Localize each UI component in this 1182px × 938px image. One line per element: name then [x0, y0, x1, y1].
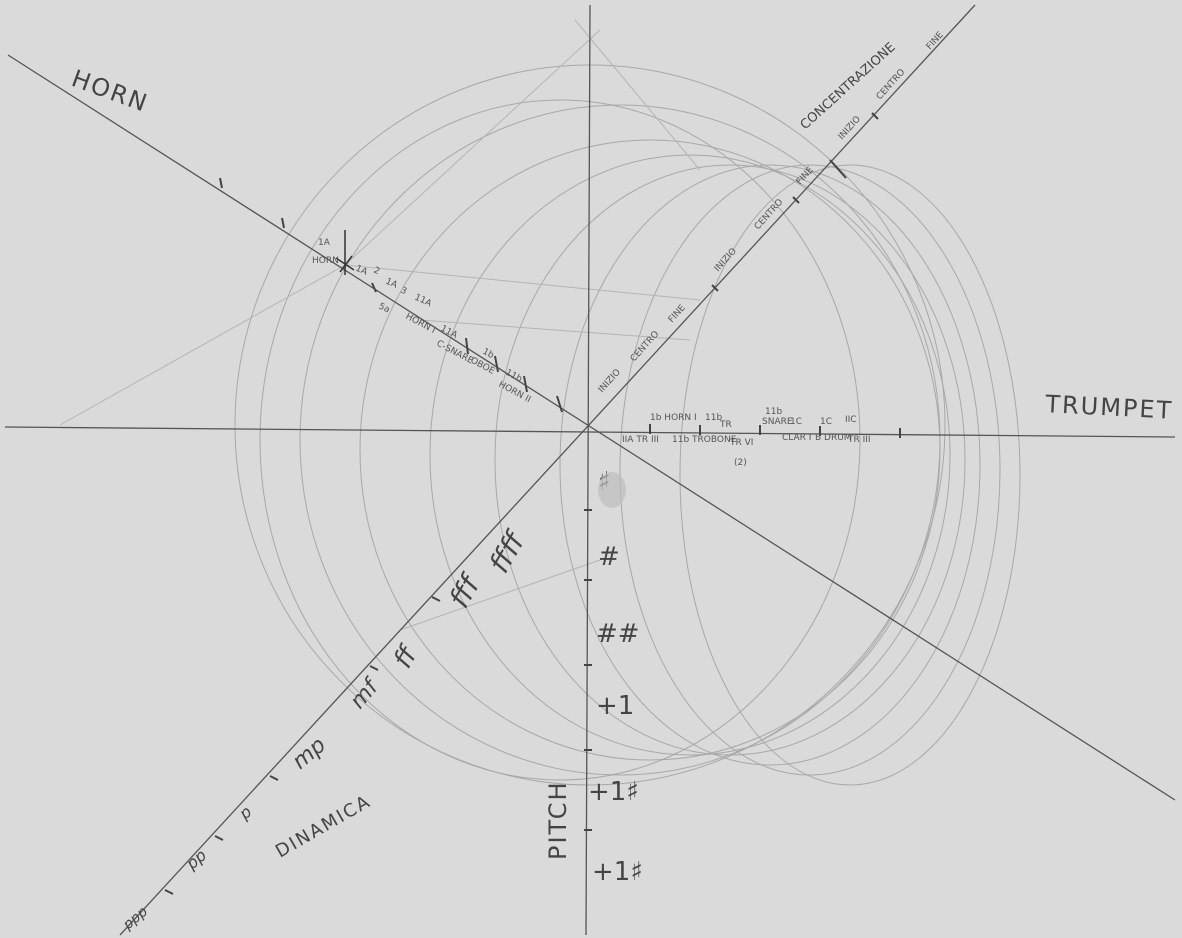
dynamic-mark: mf — [345, 673, 385, 714]
horn-axis-label: HORN — [68, 64, 152, 118]
pitch-axis-label: PITCH — [544, 780, 572, 860]
trumpet-axis-line — [4, 426, 1176, 438]
axis-ticks — [164, 112, 901, 895]
concentric-circles — [234, 64, 1021, 786]
concentration-label: FINE — [667, 303, 688, 325]
dynamic-mark: ppp — [120, 904, 152, 934]
horn-mark: 5a — [377, 302, 391, 316]
trumpet-mark: 11b — [765, 407, 782, 417]
horn-mark: 1A — [318, 238, 331, 248]
horn-mark: 2 — [372, 266, 381, 277]
horn-mark: 1A — [384, 277, 400, 291]
concentration-labels: CONCENTRAZIONE INIZIO CENTRO FINE INIZIO… — [597, 30, 946, 395]
trumpet-mark: CLAR I — [782, 433, 811, 443]
dynamic-mark: mp — [288, 733, 331, 775]
horn-mark: 11A — [439, 324, 460, 341]
pitch-mark: ## — [596, 619, 640, 649]
trumpet-mark: 1C — [790, 417, 802, 427]
horn-mark: HORN II — [497, 380, 533, 405]
trumpet-mark: 1C — [820, 417, 832, 427]
trumpet-mark: 11b — [705, 413, 722, 423]
pitch-mark: +1 — [596, 691, 634, 721]
pitch-marks: ♯ # ## +1 +1♯ +1♯ — [588, 467, 643, 887]
trumpet-axis-marks: 1b HORN I 11b TR 11b SNARE 1C 1C IIC IIA… — [622, 407, 871, 468]
horn-mark: HORN I — [404, 312, 437, 336]
dynamic-mark: ff — [388, 639, 425, 673]
concentration-label: INIZIO — [597, 368, 623, 395]
trumpet-mark: 11b TROBONE — [672, 435, 737, 445]
horn-mark: 1b — [481, 347, 496, 361]
trumpet-mark: TR III — [847, 435, 871, 445]
horn-mark: 11A — [413, 293, 434, 310]
pitch-mark: +1♯ — [592, 857, 643, 887]
trumpet-mark: B DRUM — [815, 433, 852, 443]
eraser-smudge — [598, 472, 626, 508]
trumpet-mark: (2) — [734, 458, 747, 468]
pitch-mark: # — [598, 542, 620, 572]
dynamic-mark: pp — [182, 845, 211, 873]
trumpet-mark: IIA TR III — [622, 435, 659, 445]
trumpet-mark: 1b HORN I — [650, 413, 697, 423]
dynamic-mark: p — [235, 802, 256, 824]
trumpet-mark: TR — [719, 420, 732, 430]
horn-star-mark — [335, 230, 355, 275]
dynamic-mark: fff — [442, 567, 488, 613]
dinamica-axis-label: DINAMICA — [272, 791, 375, 863]
horn-mark: HORN — [312, 256, 339, 266]
horn-mark: OBOE — [469, 356, 497, 377]
horn-mark: 1A — [354, 264, 370, 278]
concentration-label: INIZIO — [713, 247, 739, 274]
trumpet-mark: IIC — [845, 415, 857, 425]
dynamics-marks: ppp pp p mp mf ff fff ffff — [120, 525, 533, 934]
trumpet-mark: SNARE — [762, 417, 793, 427]
horn-axis-line — [7, 54, 1176, 801]
pitch-axis-line — [585, 4, 591, 936]
dinamica-axis-line — [119, 4, 976, 936]
pitch-mark: +1♯ — [588, 777, 639, 807]
trumpet-mark: TR VI — [729, 438, 753, 448]
construction-lines — [59, 19, 701, 631]
horn-mark: 3 — [399, 286, 408, 297]
trumpet-axis-label: TRUMPET — [1044, 390, 1174, 425]
concentration-label: CENTRO — [629, 329, 662, 364]
concentration-label: INIZIO — [837, 115, 863, 142]
main-axes — [4, 4, 1176, 936]
